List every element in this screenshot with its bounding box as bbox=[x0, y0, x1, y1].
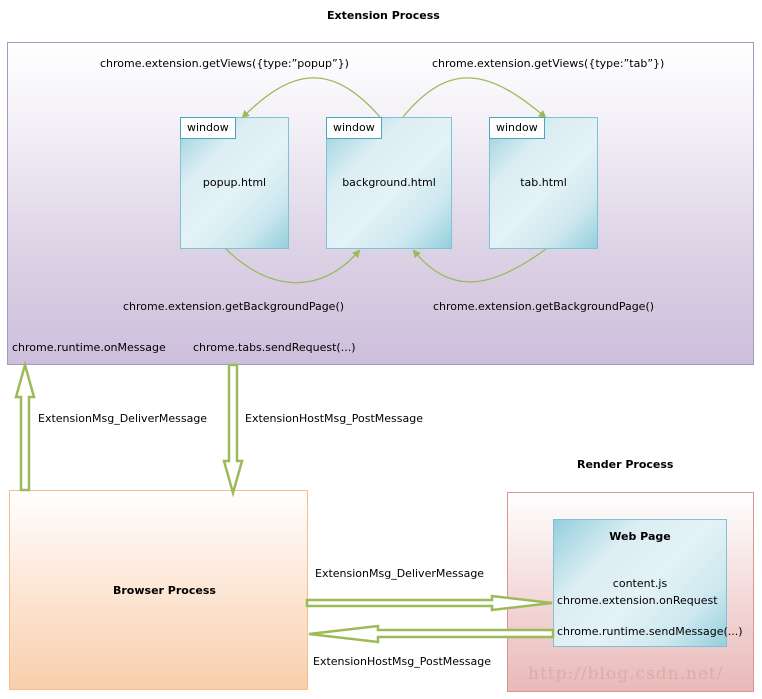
get-background-page-right-label: chrome.extension.getBackgroundPage() bbox=[433, 300, 655, 313]
deliver-message-up-label: ExtensionMsg_DeliverMessage bbox=[38, 412, 208, 425]
browser-process-title: Browser Process bbox=[113, 584, 216, 597]
window-name: popup.html bbox=[202, 176, 267, 189]
window-tag: window bbox=[326, 117, 382, 139]
get-background-page-left-label: chrome.extension.getBackgroundPage() bbox=[123, 300, 345, 313]
deliver-message-right-arrow bbox=[305, 594, 553, 612]
popup-get-background-arrow bbox=[225, 248, 361, 284]
extension-on-request-label: chrome.extension.onRequest bbox=[557, 594, 718, 607]
extension-process-title: Extension Process bbox=[327, 9, 440, 22]
post-message-left-arrow bbox=[308, 624, 555, 644]
deliver-message-right-label: ExtensionMsg_DeliverMessage bbox=[315, 567, 485, 580]
web-page-box: Web Page content.js chrome.extension.onR… bbox=[553, 519, 743, 647]
deliver-message-up-arrow bbox=[14, 360, 36, 492]
get-views-tab-label: chrome.extension.getViews({type:”tab”}) bbox=[432, 57, 665, 70]
post-message-down-label: ExtensionHostMsg_PostMessage bbox=[245, 412, 423, 425]
post-message-down-arrow bbox=[222, 363, 244, 498]
tab-get-background-arrow bbox=[412, 248, 547, 283]
tabs-send-request-label: chrome.tabs.sendRequest(...) bbox=[193, 341, 356, 354]
render-process-title: Render Process bbox=[577, 458, 674, 471]
get-views-popup-arrow bbox=[241, 77, 381, 119]
window-name: background.html bbox=[342, 176, 436, 189]
runtime-send-message-label: chrome.runtime.sendMessage(...) bbox=[557, 625, 743, 638]
get-views-tab-arrow bbox=[402, 77, 547, 119]
window-tag: window bbox=[180, 117, 236, 139]
post-message-left-label: ExtensionHostMsg_PostMessage bbox=[313, 655, 491, 668]
watermark: http://blog.csdn.net/ bbox=[528, 664, 724, 684]
runtime-on-message-label: chrome.runtime.onMessage bbox=[12, 341, 166, 354]
tab-window: window tab.html bbox=[489, 117, 598, 249]
browser-process-box bbox=[9, 490, 308, 690]
popup-window: window popup.html bbox=[180, 117, 289, 249]
web-page-title: Web Page bbox=[609, 530, 671, 543]
content-script-label: content.js bbox=[612, 577, 668, 590]
window-tag: window bbox=[489, 117, 545, 139]
window-name: tab.html bbox=[520, 176, 567, 189]
background-window: window background.html bbox=[326, 117, 452, 249]
get-views-popup-label: chrome.extension.getViews({type:”popup”}… bbox=[100, 57, 349, 70]
